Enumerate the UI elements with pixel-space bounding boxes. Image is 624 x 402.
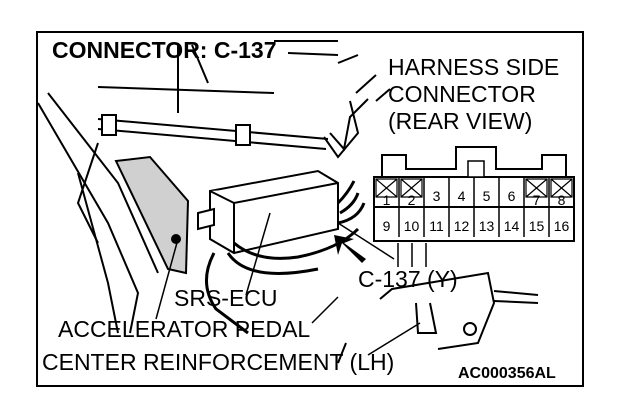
harness-label-line-1: HARNESS SIDE — [388, 54, 560, 80]
leader-lines — [155, 212, 427, 356]
pin-number-10: 10 — [404, 218, 420, 234]
srs-ecu-label: SRS-ECU — [174, 285, 278, 311]
pin-number-5: 5 — [483, 188, 491, 204]
unused-pin-mark-8 — [550, 178, 573, 198]
pin-number-11: 11 — [429, 218, 444, 234]
unused-pin-mark-1 — [375, 178, 398, 198]
pin-number-4: 4 — [458, 188, 466, 204]
figure-code: AC000356AL — [458, 365, 556, 382]
accelerator-pedal-label: ACCELERATOR PEDAL — [58, 316, 311, 342]
pin-number-13: 13 — [479, 218, 495, 234]
harness-side-label: HARNESS SIDE CONNECTOR (REAR VIEW) — [388, 54, 559, 135]
pin-number-14: 14 — [504, 218, 520, 234]
accelerator-pedal-shape — [114, 155, 190, 275]
pin-number-12: 12 — [454, 218, 470, 234]
harness-label-line-3: (REAR VIEW) — [388, 108, 533, 134]
pin-number-7: 7 — [533, 192, 541, 208]
connector-id-label: C-137 (Y) — [358, 266, 458, 292]
unused-pin-mark-7 — [525, 178, 548, 198]
pin-number-15: 15 — [529, 218, 545, 234]
center-reinforcement-shape — [337, 271, 539, 364]
pin-number-6: 6 — [508, 188, 516, 204]
pin-number-2: 2 — [408, 192, 416, 208]
harness-label-line-2: CONNECTOR — [388, 81, 536, 107]
body-panels — [38, 92, 159, 334]
pin-number-16: 16 — [554, 218, 570, 234]
harness-bar — [97, 40, 391, 159]
pin-number-1: 1 — [383, 192, 391, 208]
unused-pin-mark-2 — [400, 178, 423, 198]
pin-number-3: 3 — [433, 188, 441, 204]
connector-lock — [467, 160, 485, 178]
vehicle-sketch — [38, 40, 539, 364]
srs-ecu-shape — [197, 169, 339, 255]
page-title: CONNECTOR: C-137 — [52, 37, 277, 63]
pin-number-8: 8 — [558, 192, 566, 208]
connector-arrow — [334, 235, 366, 263]
center-reinforcement-label: CENTER REINFORCEMENT (LH) — [42, 349, 395, 375]
pin-number-9: 9 — [383, 218, 391, 234]
